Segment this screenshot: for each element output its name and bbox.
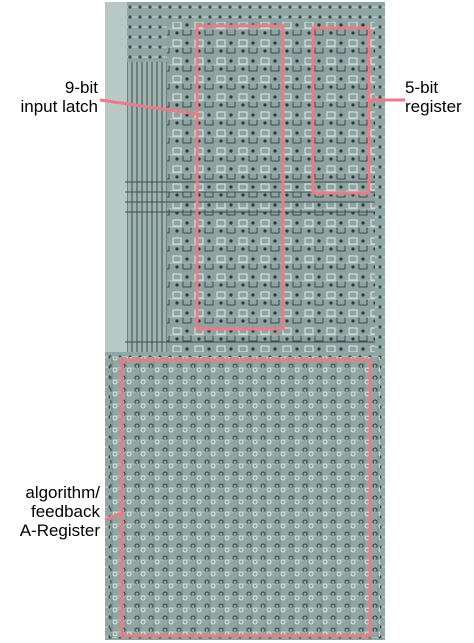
- a-register-line1: algorithm/: [25, 483, 100, 502]
- a-register-line3: A-Register: [19, 521, 100, 540]
- register-line2: register: [405, 97, 462, 116]
- die-photo: [105, 2, 385, 640]
- callout-register: 5-bit register: [405, 78, 473, 116]
- callout-input-latch: 9-bit input latch: [2, 78, 99, 116]
- input-latch-line1: 9-bit: [64, 78, 98, 97]
- input-latch-line2: input latch: [20, 97, 99, 116]
- a-register-line2: feedback: [31, 502, 100, 521]
- register-line1: 5-bit: [405, 78, 439, 97]
- callout-a-register: algorithm/ feedback A-Register: [2, 483, 100, 540]
